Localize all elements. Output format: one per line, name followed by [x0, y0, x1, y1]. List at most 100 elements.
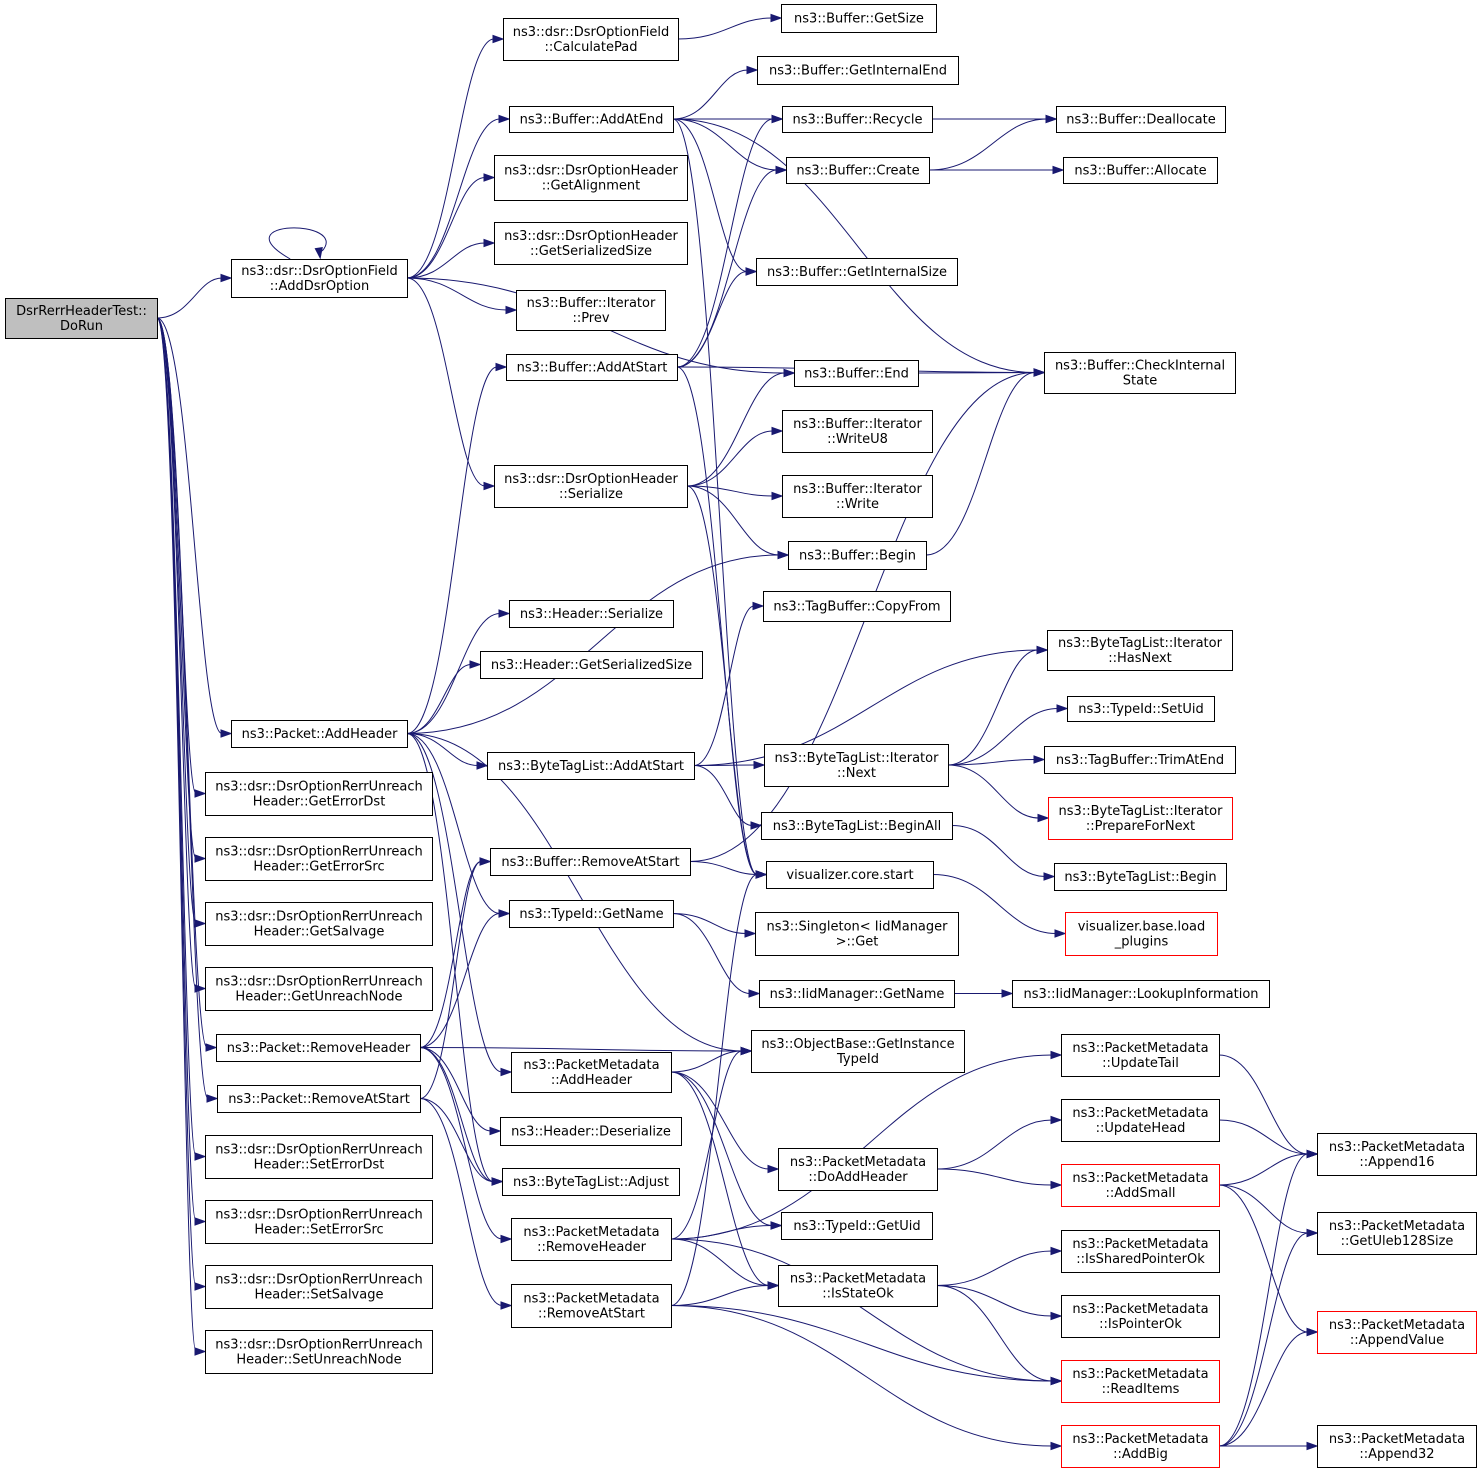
node-pmAppend16[interactable]: ns3::PacketMetadata::Append16: [1317, 1133, 1477, 1176]
node-bufEnd[interactable]: ns3::Buffer::End: [794, 360, 919, 387]
node-pmGetUleb[interactable]: ns3::PacketMetadata::GetUleb128Size: [1317, 1212, 1477, 1255]
edge-pmIsStateOk-to-pmIsPointerOk: [936, 1285, 1063, 1321]
node-bufGetInternalSize[interactable]: ns3::Buffer::GetInternalSize: [756, 258, 958, 286]
node-pmAddHeader[interactable]: ns3::PacketMetadata::AddHeader: [511, 1052, 672, 1093]
edge-arrowhead: [194, 1152, 207, 1161]
node-box: [1317, 1425, 1477, 1468]
node-pmAppend32[interactable]: ns3::PacketMetadata::Append32: [1317, 1425, 1477, 1468]
node-label: visualizer.base.load: [1078, 920, 1206, 935]
edge-line: [677, 17, 773, 40]
edge-line: [406, 177, 486, 279]
node-btlIterHasNext[interactable]: ns3::ByteTagList::Iterator::HasNext: [1047, 630, 1233, 671]
node-typeGetName[interactable]: ns3::TypeId::GetName: [509, 900, 674, 928]
node-typeGetUid[interactable]: ns3::TypeId::GetUid: [781, 1212, 933, 1240]
node-setSalvage[interactable]: ns3::dsr::DsrOptionRerrUnreachHeader::Se…: [205, 1265, 433, 1309]
node-visLoadPlugins[interactable]: visualizer.base.load_plugins: [1065, 912, 1218, 956]
node-label: ns3::IidManager::GetName: [770, 987, 945, 1002]
node-iidLookup[interactable]: ns3::IidManager::LookupInformation: [1012, 980, 1270, 1008]
node-iidGetName[interactable]: ns3::IidManager::GetName: [759, 980, 955, 1008]
node-tagCopyFrom[interactable]: ns3::TagBuffer::CopyFrom: [763, 591, 951, 622]
node-bufAddAtEnd[interactable]: ns3::Buffer::AddAtEnd: [509, 106, 674, 133]
node-btlIterPrepare[interactable]: ns3::ByteTagList::Iterator::PrepareForNe…: [1048, 797, 1233, 840]
node-pktRemoveAtStart[interactable]: ns3::Packet::RemoveAtStart: [217, 1085, 421, 1113]
node-btlBeginAll[interactable]: ns3::ByteTagList::BeginAll: [761, 812, 953, 840]
node-hdrGetSerSize[interactable]: ns3::Header::GetSerializedSize: [480, 651, 703, 679]
node-box: [1054, 863, 1227, 891]
node-setUnreachNode[interactable]: ns3::dsr::DsrOptionRerrUnreachHeader::Se…: [205, 1330, 433, 1374]
edge-dsrSerialize-to-visStart: [686, 485, 768, 879]
edge-pmAddBig-to-pmAppend16: [1218, 1149, 1319, 1447]
node-btlBegin[interactable]: ns3::ByteTagList::Begin: [1054, 863, 1227, 891]
node-getUnreachNode[interactable]: ns3::dsr::DsrOptionRerrUnreachHeader::Ge…: [205, 967, 433, 1011]
node-pmIsPointerOk[interactable]: ns3::PacketMetadata::IsPointerOk: [1061, 1295, 1220, 1338]
node-getErrorDst[interactable]: ns3::dsr::DsrOptionRerrUnreachHeader::Ge…: [205, 772, 433, 816]
edge-arrowhead: [770, 1221, 783, 1230]
node-bufGetInternalEnd[interactable]: ns3::Buffer::GetInternalEnd: [757, 56, 959, 85]
node-bufIterWrite[interactable]: ns3::Buffer::Iterator::Write: [782, 475, 933, 518]
node-bufRemoveAtStart[interactable]: ns3::Buffer::RemoveAtStart: [490, 848, 691, 876]
node-calcPad[interactable]: ns3::dsr::DsrOptionField::CalculatePad: [503, 18, 679, 61]
edge-pmUpdateHead-to-pmAppend16: [1218, 1119, 1319, 1159]
node-pmAddBig[interactable]: ns3::PacketMetadata::AddBig: [1061, 1425, 1220, 1468]
node-pmDoAddHeader[interactable]: ns3::PacketMetadata::DoAddHeader: [778, 1148, 938, 1191]
node-bufAddAtStart[interactable]: ns3::Buffer::AddAtStart: [506, 354, 678, 381]
node-pmRemoveAtStart[interactable]: ns3::PacketMetadata::RemoveAtStart: [511, 1284, 672, 1328]
node-hdrDeserialize[interactable]: ns3::Header::Deserialize: [500, 1117, 682, 1146]
node-addDsrOption[interactable]: ns3::dsr::DsrOptionField::AddDsrOption: [231, 259, 408, 298]
node-singletonGet[interactable]: ns3::Singleton< IidManager>::Get: [755, 912, 959, 956]
edge-pmDoAddHeader-to-pmAddSmall: [936, 1168, 1063, 1190]
node-pmIsStateOk[interactable]: ns3::PacketMetadata::IsStateOk: [778, 1265, 938, 1307]
node-visStart[interactable]: visualizer.core.start: [766, 861, 934, 889]
node-getSalvage[interactable]: ns3::dsr::DsrOptionRerrUnreachHeader::Ge…: [205, 902, 433, 946]
edge-bufAddAtStart-to-visStart: [676, 366, 768, 879]
node-pmUpdateTail[interactable]: ns3::PacketMetadata::UpdateTail: [1061, 1034, 1220, 1077]
node-bufBegin[interactable]: ns3::Buffer::Begin: [788, 541, 927, 570]
node-btlIterNext[interactable]: ns3::ByteTagList::Iterator::Next: [764, 744, 949, 787]
node-hdrSerialize[interactable]: ns3::Header::Serialize: [509, 600, 674, 628]
edge-arrowhead: [771, 491, 784, 501]
node-tagTrimAtEnd[interactable]: ns3::TagBuffer::TrimAtEnd: [1044, 746, 1236, 774]
node-bufCreate[interactable]: ns3::Buffer::Create: [786, 157, 930, 184]
node-setErrorSrc[interactable]: ns3::dsr::DsrOptionRerrUnreachHeader::Se…: [205, 1200, 433, 1244]
node-pmAppendValue[interactable]: ns3::PacketMetadata::AppendValue: [1317, 1311, 1477, 1354]
node-btlAddAtStart[interactable]: ns3::ByteTagList::AddAtStart: [487, 752, 695, 780]
node-getErrorSrc[interactable]: ns3::dsr::DsrOptionRerrUnreachHeader::Ge…: [205, 837, 433, 881]
node-root[interactable]: DsrRerrHeaderTest::DoRun: [5, 298, 158, 339]
edge-arrowhead: [498, 909, 511, 918]
node-label: ns3::Buffer::End: [804, 367, 909, 382]
edge-bufAddAtStart-to-bufGetInternalSize: [676, 267, 758, 368]
node-bufGetSize[interactable]: ns3::Buffer::GetSize: [781, 4, 937, 33]
edge-line: [947, 759, 1036, 766]
node-pmIsSharedPtrOk[interactable]: ns3::PacketMetadata::IsSharedPointerOk: [1061, 1230, 1220, 1273]
node-box: [788, 541, 927, 570]
edge-pmIsStateOk-to-pmReadItems: [936, 1285, 1063, 1386]
node-dsrGetSerSize[interactable]: ns3::dsr::DsrOptionHeader::GetSerialized…: [494, 222, 688, 265]
node-pktAddHeader[interactable]: ns3::Packet::AddHeader: [231, 720, 408, 748]
node-pmAddSmall[interactable]: ns3::PacketMetadata::AddSmall: [1061, 1164, 1220, 1207]
node-box: [1067, 696, 1215, 722]
node-box: [5, 298, 158, 339]
edge-root-to-getUnreachNode: [156, 317, 207, 993]
node-bufDeallocate[interactable]: ns3::Buffer::Deallocate: [1056, 106, 1226, 133]
node-bufAllocate[interactable]: ns3::Buffer::Allocate: [1063, 157, 1218, 184]
edge-line: [670, 1238, 770, 1286]
node-bufIterPrev[interactable]: ns3::Buffer::Iterator::Prev: [516, 290, 666, 331]
node-typeSetUid[interactable]: ns3::TypeId::SetUid: [1067, 696, 1215, 722]
edge-bufAddAtStart-to-bufRecycle: [676, 114, 784, 368]
node-dsrSerialize[interactable]: ns3::dsr::DsrOptionHeader::Serialize: [494, 465, 688, 508]
node-box: [766, 861, 934, 889]
edge-line: [686, 430, 774, 487]
node-pmUpdateHead[interactable]: ns3::PacketMetadata::UpdateHead: [1061, 1099, 1220, 1142]
node-dsrGetAlignment[interactable]: ns3::dsr::DsrOptionHeader::GetAlignment: [494, 155, 688, 201]
node-pktRemoveHeader[interactable]: ns3::Packet::RemoveHeader: [216, 1034, 421, 1062]
node-pmReadItems[interactable]: ns3::PacketMetadata::ReadItems: [1061, 1360, 1220, 1403]
node-label: ns3::ObjectBase::GetInstance: [761, 1037, 954, 1052]
node-setErrorDst[interactable]: ns3::dsr::DsrOptionRerrUnreachHeader::Se…: [205, 1135, 433, 1179]
node-bufIterWriteU8[interactable]: ns3::Buffer::Iterator::WriteU8: [782, 410, 933, 453]
node-label: ns3::Buffer::RemoveAtStart: [501, 855, 679, 870]
node-pmRemoveHeader[interactable]: ns3::PacketMetadata::RemoveHeader: [511, 1218, 672, 1261]
node-bufRecycle[interactable]: ns3::Buffer::Recycle: [782, 106, 933, 133]
node-btlAdjust[interactable]: ns3::ByteTagList::Adjust: [502, 1168, 680, 1196]
